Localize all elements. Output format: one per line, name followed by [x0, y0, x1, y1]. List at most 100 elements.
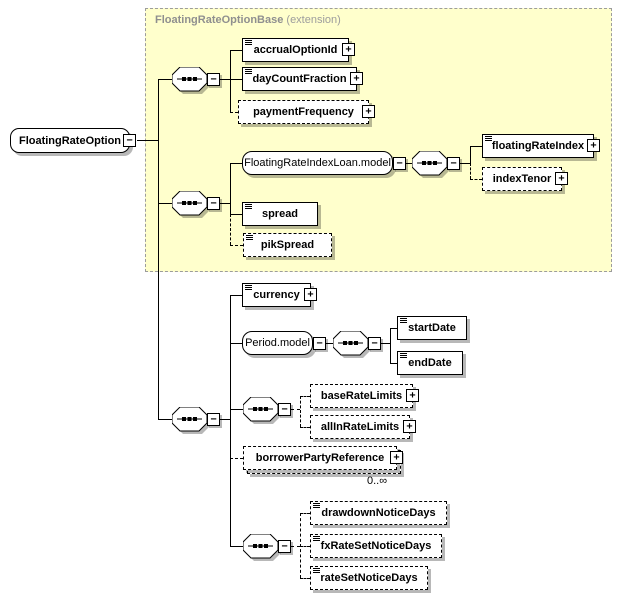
connector — [158, 79, 159, 420]
collapse-icon[interactable]: − — [207, 73, 220, 86]
collapse-icon[interactable]: − — [278, 403, 291, 416]
element-label: accrualOptionId — [253, 44, 338, 56]
connector — [390, 328, 397, 329]
expand-icon[interactable]: + — [304, 288, 317, 301]
expand-icon[interactable]: + — [362, 105, 375, 118]
connector — [381, 343, 390, 344]
connector — [230, 163, 242, 164]
element-baseratelimits[interactable]: baseRateLimits + — [310, 384, 419, 408]
connector — [230, 50, 242, 51]
expand-icon[interactable]: + — [403, 420, 416, 433]
annotation-icon — [245, 285, 252, 290]
element-label: allInRateLimits — [320, 421, 400, 433]
element-label: currency — [253, 289, 300, 301]
connector — [300, 396, 301, 427]
element-label: drawdownNoticeDays — [321, 507, 436, 519]
element-startdate[interactable]: startDate — [397, 316, 467, 340]
group-label: FloatingRateIndexLoan.model — [244, 157, 391, 169]
connector — [230, 546, 243, 547]
element-spread[interactable]: spread — [242, 202, 318, 226]
annotation-icon — [246, 235, 253, 240]
group-floatingrateindexloan-model[interactable]: FloatingRateIndexLoan.model — [242, 151, 393, 175]
element-allinratelimits[interactable]: allInRateLimits + — [310, 415, 416, 439]
connector — [230, 50, 231, 112]
collapse-icon[interactable]: − — [447, 157, 460, 170]
annotation-icon — [245, 69, 252, 74]
connector — [390, 363, 397, 364]
element-enddate[interactable]: endDate — [397, 351, 463, 375]
connector — [300, 578, 310, 579]
connector — [230, 458, 243, 459]
expand-icon[interactable]: + — [342, 43, 355, 56]
sequence-compositor-icon — [172, 67, 210, 94]
collapse-icon[interactable]: − — [278, 540, 291, 553]
element-label: spread — [261, 208, 299, 220]
sequence-compositor-icon — [333, 331, 371, 358]
connector — [230, 214, 231, 245]
collapse-icon[interactable]: − — [313, 337, 326, 350]
element-label: dayCountFraction — [252, 73, 347, 85]
connector — [291, 546, 300, 547]
element-label: baseRateLimits — [320, 390, 403, 402]
occurrence-label: 0..∞ — [367, 475, 388, 487]
connector — [470, 146, 471, 163]
element-drawdownnoticedays[interactable]: drawdownNoticeDays — [310, 501, 447, 525]
annotation-icon — [400, 353, 407, 358]
extension-name: FloatingRateOptionBase — [155, 14, 284, 26]
connector — [137, 140, 158, 141]
element-label: paymentFrequency — [253, 106, 354, 118]
element-ratesetnoticedays[interactable]: rateSetNoticeDays — [310, 566, 428, 590]
annotation-icon — [485, 136, 492, 141]
collapse-icon[interactable]: − — [207, 197, 220, 210]
connector — [300, 396, 310, 397]
element-floatingrateindex[interactable]: floatingRateIndex + — [482, 134, 600, 158]
annotation-icon — [313, 536, 320, 541]
connector — [158, 79, 172, 80]
group-period-model[interactable]: Period.model — [242, 331, 313, 355]
connector — [230, 295, 242, 296]
element-label: endDate — [408, 357, 452, 369]
connector — [470, 163, 471, 179]
element-floatingrateoption[interactable]: FloatingRateOption − — [10, 128, 136, 153]
connector — [230, 409, 243, 410]
annotation-icon — [313, 503, 320, 508]
connector — [291, 409, 300, 410]
element-accrualoptionid[interactable]: accrualOptionId + — [242, 38, 355, 62]
element-borrowerpartyreference[interactable]: borrowerPartyReference + — [243, 446, 403, 470]
element-fxratesetnoticedays[interactable]: fxRateSetNoticeDays — [310, 534, 442, 558]
connector — [300, 427, 310, 428]
extension-qualifier-text: (extension) — [286, 14, 341, 26]
sequence-compositor-icon — [243, 534, 281, 561]
element-pikspread[interactable]: pikSpread — [243, 233, 332, 257]
element-label: indexTenor — [492, 173, 552, 185]
connector — [326, 343, 333, 344]
sequence-compositor-icon — [412, 151, 450, 178]
element-label: rateSetNoticeDays — [320, 572, 418, 584]
element-daycountfraction[interactable]: dayCountFraction + — [242, 67, 363, 91]
connector — [300, 513, 310, 514]
element-currency[interactable]: currency + — [242, 283, 317, 307]
connector — [230, 245, 243, 246]
connector — [406, 163, 412, 164]
connector — [158, 203, 172, 204]
connector — [230, 214, 242, 215]
annotation-icon — [400, 318, 407, 323]
connector — [460, 163, 470, 164]
element-paymentfrequency[interactable]: paymentFrequency + — [238, 100, 375, 124]
collapse-icon[interactable]: − — [207, 413, 220, 426]
collapse-icon[interactable]: − — [393, 157, 406, 170]
expand-icon[interactable]: + — [406, 389, 419, 402]
collapse-icon[interactable]: − — [123, 133, 136, 147]
annotation-icon — [313, 568, 320, 573]
expand-icon[interactable]: + — [390, 451, 403, 464]
expand-icon[interactable]: + — [587, 139, 600, 152]
connector — [300, 546, 310, 547]
connector — [230, 343, 242, 344]
sequence-compositor-icon — [172, 407, 210, 434]
expand-icon[interactable]: + — [555, 172, 568, 185]
collapse-icon[interactable]: − — [368, 337, 381, 350]
element-indextenor[interactable]: indexTenor + — [482, 167, 568, 191]
connector — [230, 295, 231, 546]
expand-icon[interactable]: + — [350, 72, 363, 85]
connector — [230, 112, 238, 113]
